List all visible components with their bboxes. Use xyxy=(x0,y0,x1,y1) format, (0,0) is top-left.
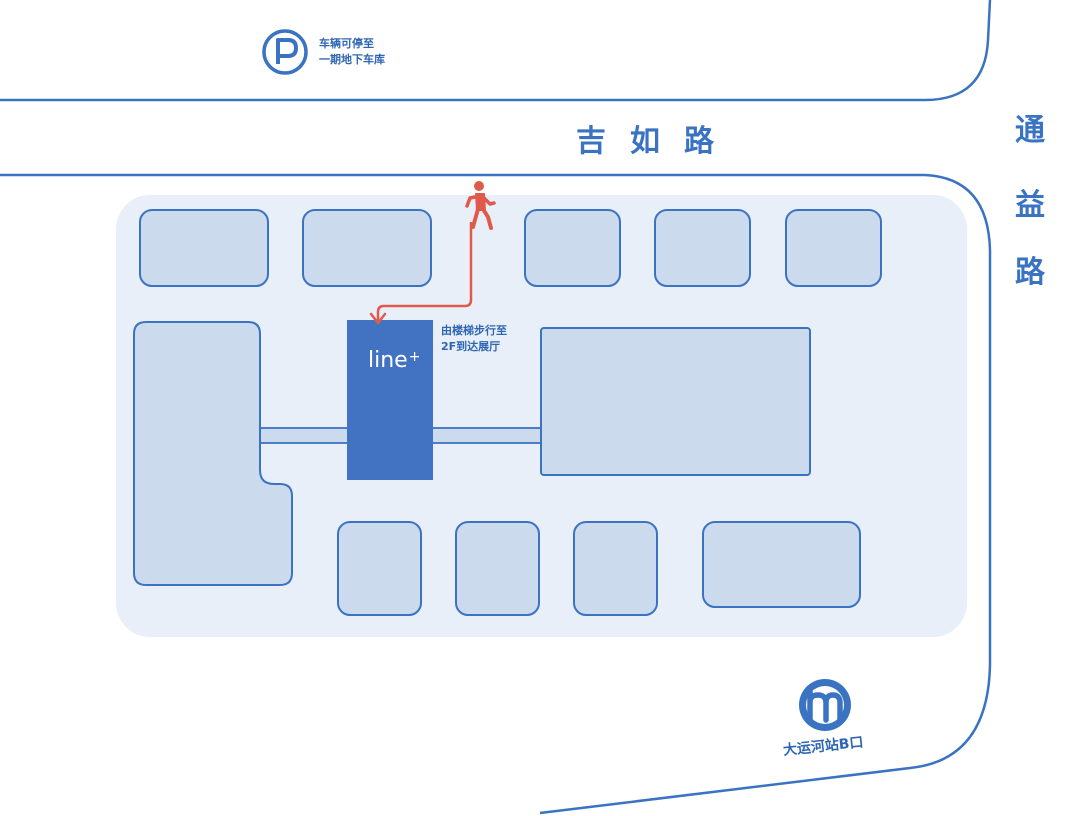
building xyxy=(702,521,861,608)
walking-route xyxy=(376,222,473,322)
building xyxy=(337,521,422,616)
building xyxy=(455,521,540,616)
metro-icon xyxy=(799,679,851,731)
stair-note-line1: 由楼梯步行至 xyxy=(441,324,507,337)
building-east-large xyxy=(540,327,811,476)
parking-note-line1: 车辆可停至 xyxy=(319,37,374,50)
building xyxy=(302,209,432,287)
road-edge-north-lower xyxy=(0,173,992,815)
building xyxy=(785,209,882,287)
venue-brand-mark: + xyxy=(408,349,421,365)
building xyxy=(139,209,269,287)
building xyxy=(524,209,621,287)
road-edge-north-upper xyxy=(0,0,992,102)
venue-brand-label: line+ xyxy=(368,348,420,373)
venue-brand-text: line xyxy=(368,348,408,373)
road-label-east-char: 益 xyxy=(1015,188,1045,223)
pedestrian-icon xyxy=(465,181,496,230)
building xyxy=(573,521,658,616)
stair-note-line2: 2F到达展厅 xyxy=(441,340,501,353)
parking-note: 车辆可停至 一期地下车库 xyxy=(319,36,385,68)
route-arrowhead xyxy=(369,312,387,325)
walkway-west xyxy=(258,427,350,444)
road-label-east-char: 通 xyxy=(1015,113,1045,148)
road-label-north: 吉如路 xyxy=(576,124,738,159)
road-label-east-char: 路 xyxy=(1015,255,1045,290)
building-west xyxy=(133,321,293,586)
venue-building[interactable] xyxy=(347,320,433,480)
parking-icon xyxy=(262,29,308,75)
parking-note-line2: 一期地下车库 xyxy=(319,53,385,66)
building xyxy=(654,209,751,287)
stair-note: 由楼梯步行至 2F到达展厅 xyxy=(441,323,507,355)
walkway-east xyxy=(431,427,545,444)
